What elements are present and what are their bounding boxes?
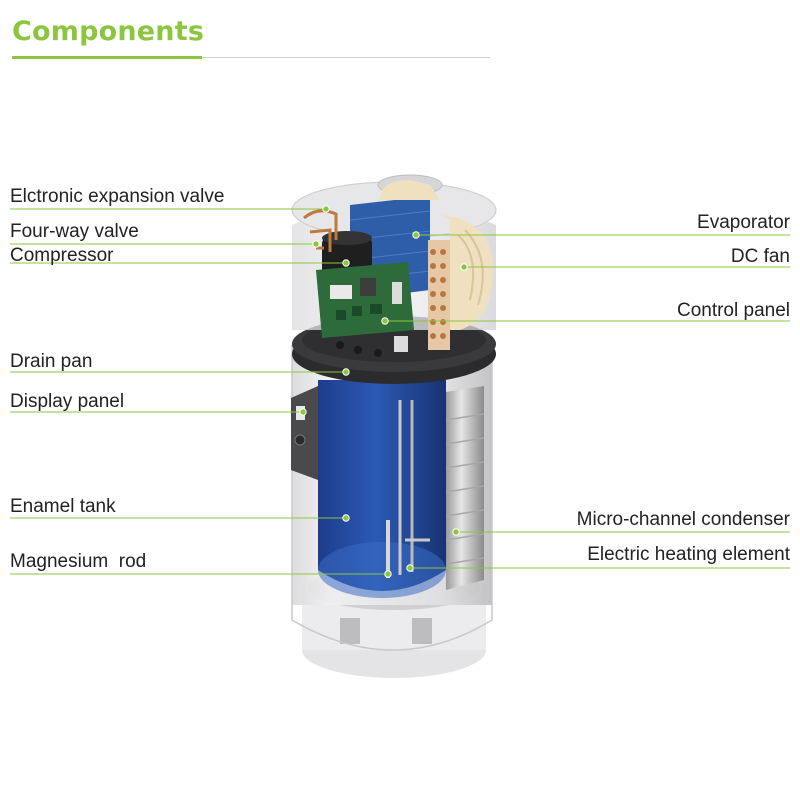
label-enamel-tank: Enamel tank (10, 496, 116, 517)
label-evaporator: Evaporator (697, 212, 790, 233)
label-heating-element: Electric heating element (587, 544, 790, 565)
leader-dots (299, 205, 468, 578)
label-display-panel: Display panel (10, 391, 125, 412)
dot-evaporator (412, 231, 420, 239)
dc-fan-graphic (380, 180, 493, 330)
leader-lines (10, 208, 790, 575)
condenser-coil (445, 386, 485, 590)
page-title: Components (12, 16, 205, 47)
label-magnesium-rod: Magnesium rod (10, 551, 147, 572)
dot-condenser (452, 528, 460, 536)
label-expansion-valve: Elctronic expansion valve (10, 186, 225, 207)
dot-magnesium-rod (384, 570, 392, 578)
label-condenser: Micro-channel condenser (576, 509, 790, 530)
display-panel-graphic (291, 386, 318, 480)
dot-four-way-valve (312, 240, 320, 248)
dot-display-panel (299, 408, 307, 416)
label-dc-fan: DC fan (730, 246, 790, 267)
dot-expansion-valve (322, 205, 330, 213)
label-compressor: Compressor (10, 245, 114, 266)
label-control-panel: Control panel (676, 300, 790, 321)
dot-heating-element (406, 564, 414, 572)
dot-dc-fan (460, 263, 468, 271)
dot-enamel-tank (342, 514, 350, 522)
control-panel-graphic (316, 262, 414, 352)
label-drain-pan: Drain pan (10, 351, 93, 372)
enamel-tank-graphic (318, 380, 446, 598)
dot-compressor (342, 259, 350, 267)
dot-control-panel (381, 317, 389, 325)
title-underline-accent (12, 56, 202, 59)
dot-drain-pan (342, 368, 350, 376)
label-four-way-valve: Four-way valve (10, 221, 139, 242)
title-underline-rule (202, 57, 490, 58)
